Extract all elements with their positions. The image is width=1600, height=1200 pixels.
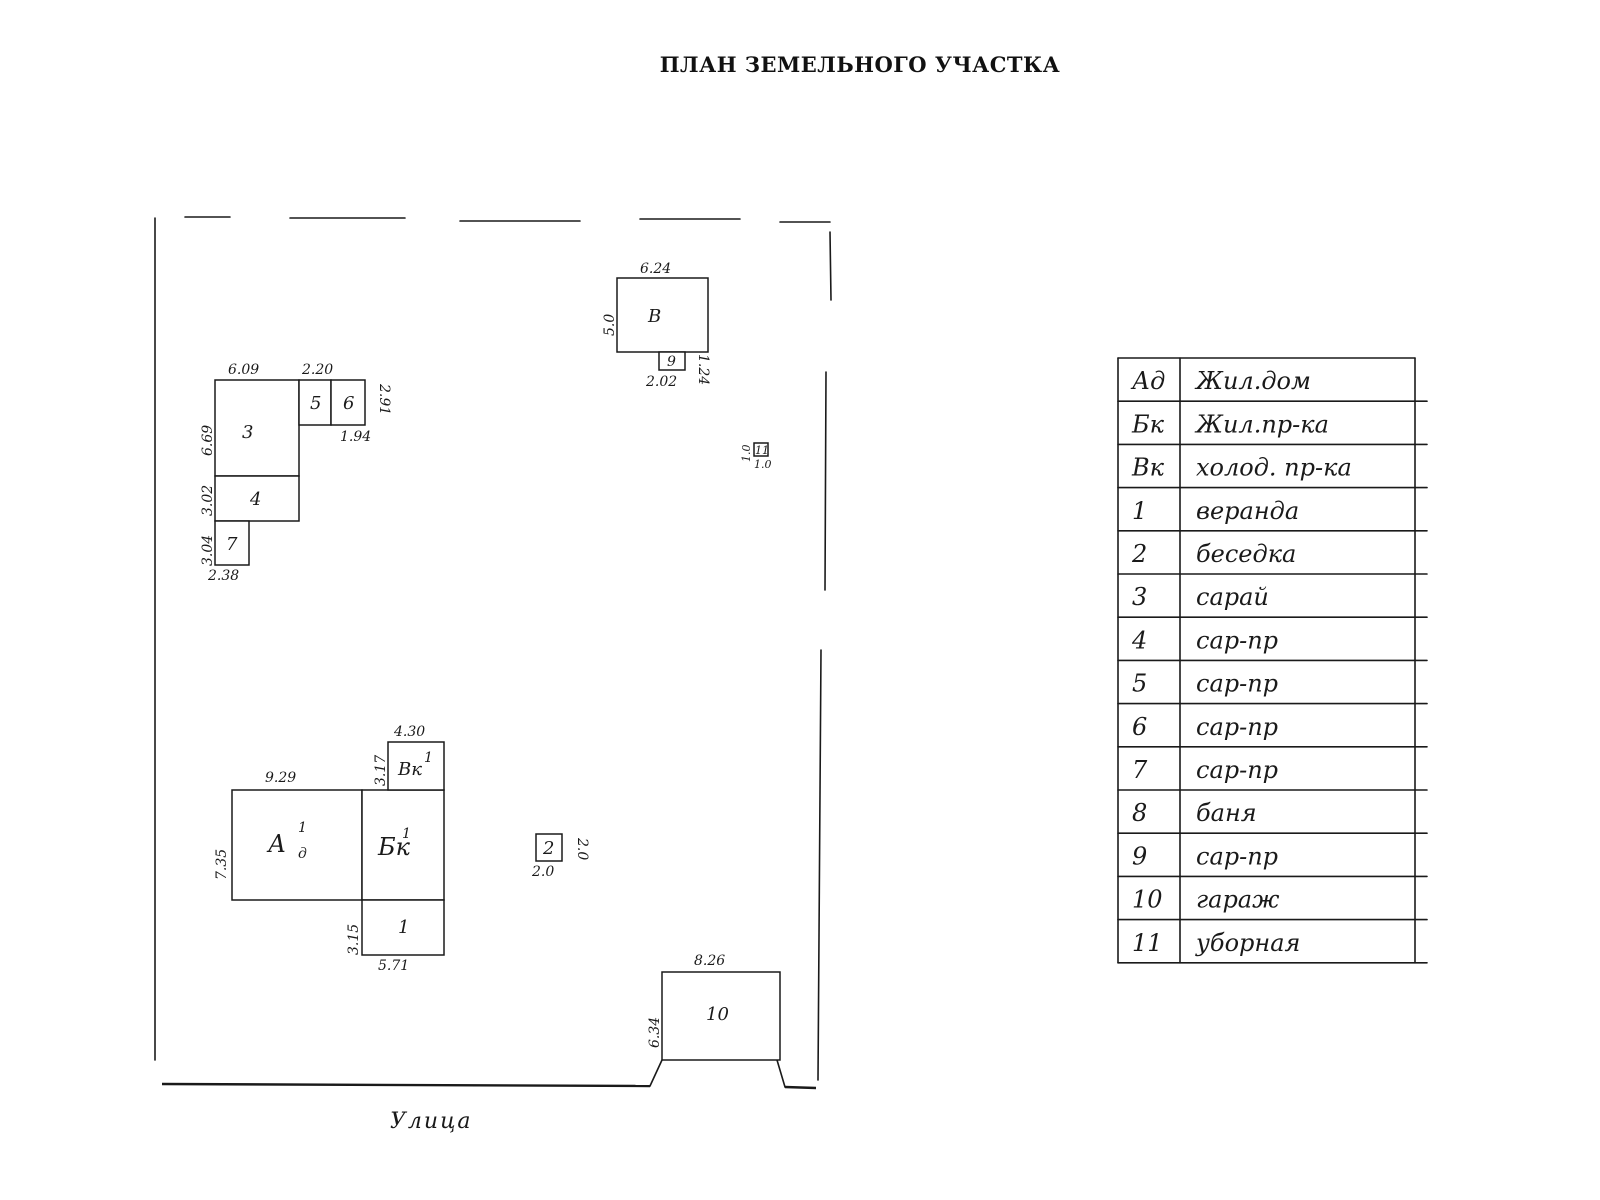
- cold-extension-building: Вк 1 4.30 3.17: [373, 724, 445, 791]
- shed-3-height-dim: 6.69: [200, 425, 216, 456]
- legend-text: холод. пр-ка: [1196, 454, 1352, 482]
- veranda-label: 1: [398, 917, 409, 938]
- legend-text: гараж: [1196, 886, 1280, 914]
- shed-6-building: 6 1.94 2.91: [330, 379, 392, 445]
- house-width-dim: 9.29: [265, 770, 296, 786]
- legend-code: 3: [1132, 583, 1147, 611]
- toilet-label: 11: [755, 444, 769, 457]
- legend-code: 11: [1132, 929, 1163, 957]
- shed-3-width-dim: 6.09: [228, 362, 259, 378]
- gazebo-height-dim: 2.0: [574, 837, 590, 860]
- legend-code: 6: [1132, 713, 1147, 741]
- gazebo-building: 2 2.0 2.0: [531, 833, 590, 880]
- house-sup: 1: [298, 820, 307, 836]
- shed-6-height-dim: 2.91: [376, 383, 392, 415]
- shed-3-label: 3: [242, 422, 253, 443]
- legend-code: 1: [1132, 497, 1147, 525]
- bath-building: В 6.24 5.0: [602, 261, 709, 353]
- shed-3-building: 3 6.09 6.69: [200, 362, 300, 477]
- cold-extension-label: Вк: [397, 759, 422, 780]
- legend-text: сарай: [1196, 583, 1269, 611]
- legend-text: сар-пр: [1196, 626, 1278, 654]
- legend-code: 2: [1131, 540, 1147, 568]
- house-label: А: [266, 830, 286, 858]
- legend-text: Жил.дом: [1194, 367, 1311, 395]
- legend-text: сар-пр: [1196, 756, 1278, 784]
- bath-width-dim: 6.24: [640, 261, 671, 277]
- shed-9-height-dim: 1.24: [695, 354, 711, 385]
- legend-text: сар-пр: [1196, 842, 1278, 870]
- garage-height-dim: 6.34: [647, 1017, 663, 1048]
- cold-extension-width-dim: 4.30: [393, 724, 425, 740]
- legend-text: беседка: [1196, 540, 1296, 568]
- legend-text: уборная: [1195, 929, 1300, 957]
- legend-code: 8: [1132, 799, 1147, 827]
- shed-9-label: 9: [667, 354, 676, 370]
- street-label: Улица: [390, 1109, 473, 1134]
- legend-code: Бк: [1131, 410, 1165, 438]
- toilet-height-dim: 1.0: [740, 445, 753, 463]
- shed-9-width-dim: 2.02: [645, 374, 677, 390]
- plot-boundary: [154, 216, 832, 1090]
- shed-7-building: 7 2.38 3.04: [200, 520, 250, 584]
- shed-6-label: 6: [343, 393, 354, 414]
- house-height-dim: 7.35: [214, 849, 230, 880]
- house-building: А 1 д 9.29 7.35: [214, 770, 363, 901]
- legend-code: Вк: [1131, 454, 1165, 482]
- garage-width-dim: 8.26: [694, 953, 725, 969]
- legend-text: Жил.пр-ка: [1194, 410, 1329, 438]
- shed-7-width-dim: 2.38: [207, 568, 239, 584]
- veranda-height-dim: 3.15: [346, 924, 362, 955]
- shed-4-label: 4: [249, 489, 261, 510]
- page-title: ПЛАН ЗЕМЕЛЬНОГО УЧАСТКА: [659, 52, 1061, 77]
- gazebo-width-dim: 2.0: [531, 864, 554, 880]
- extension-building: Бк 1: [361, 789, 445, 901]
- extension-label: Бк: [377, 833, 411, 861]
- garage-building: 10 8.26 6.34: [647, 953, 781, 1061]
- legend-text: сар-пр: [1196, 713, 1278, 741]
- extension-sup: 1: [402, 826, 411, 842]
- garage-label: 10: [706, 1004, 729, 1025]
- toilet-building: 11 1.0 1.0: [740, 442, 772, 471]
- veranda-width-dim: 5.71: [378, 958, 409, 974]
- bath-height-dim: 5.0: [602, 314, 618, 336]
- legend-text: сар-пр: [1196, 670, 1278, 698]
- legend-code: 9: [1132, 842, 1147, 870]
- legend-code: 5: [1132, 670, 1147, 698]
- veranda-building: 1 5.71 3.15: [346, 899, 445, 974]
- toilet-width-dim: 1.0: [754, 458, 772, 471]
- legend-code: 4: [1131, 626, 1147, 654]
- shed-4-height-dim: 3.02: [200, 485, 216, 516]
- shed-9-building: 9 2.02 1.24: [645, 351, 711, 390]
- shed-6-width-dim: 1.94: [340, 429, 371, 445]
- bath-label: В: [647, 306, 661, 327]
- cold-extension-sup: 1: [424, 750, 433, 766]
- legend-code: 7: [1132, 756, 1148, 784]
- legend-code: Ад: [1130, 367, 1165, 395]
- shed-5-width-dim: 2.20: [301, 362, 333, 378]
- legend-text: веранда: [1196, 497, 1299, 525]
- legend-code: 10: [1132, 886, 1163, 914]
- legend-text: баня: [1196, 799, 1257, 827]
- gazebo-label: 2: [542, 838, 554, 859]
- shed-4-building: 4 3.02: [200, 475, 300, 522]
- shed-7-height-dim: 3.04: [200, 535, 216, 566]
- cold-extension-height-dim: 3.17: [373, 755, 389, 786]
- shed-5-label: 5: [310, 393, 321, 414]
- house-sub: д: [298, 846, 307, 862]
- shed-5-building: 5 2.20: [298, 362, 333, 426]
- shed-7-label: 7: [226, 534, 238, 555]
